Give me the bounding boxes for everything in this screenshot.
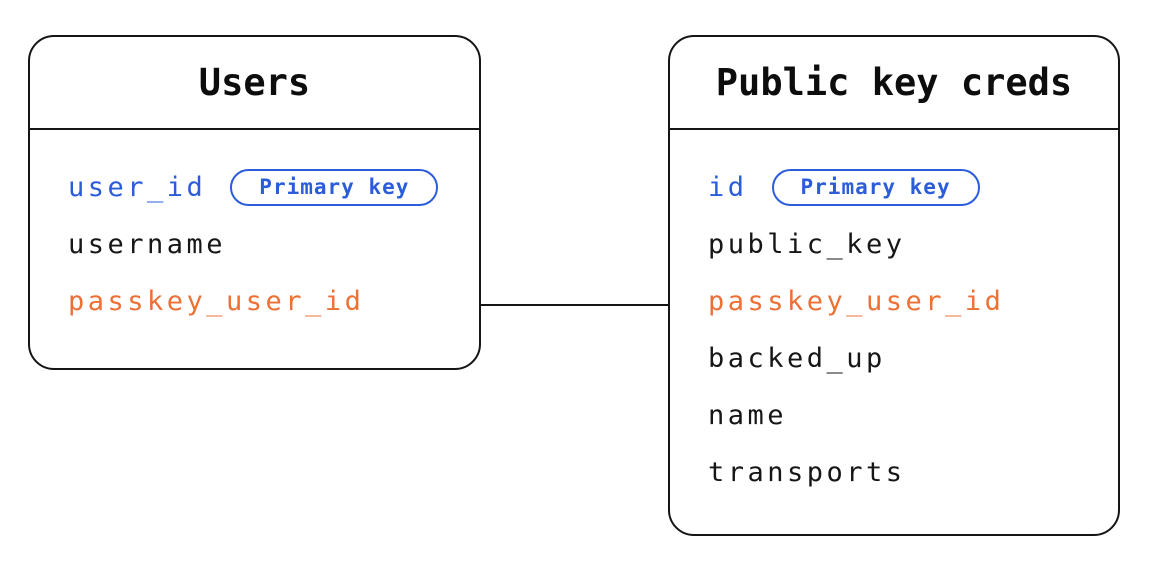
field-name-public-key: public_key (708, 229, 906, 260)
field-row-passkey-user-id: passkey_user_id (708, 273, 1118, 330)
field-row-id: id Primary key (708, 159, 1118, 216)
users-table: Users user_id Primary key username passk… (28, 35, 481, 370)
users-table-body: user_id Primary key username passkey_use… (30, 130, 479, 330)
field-row-username: username (68, 216, 479, 273)
field-row-backed-up: backed_up (708, 330, 1118, 387)
field-row-transports: transports (708, 444, 1118, 501)
field-name-name: name (708, 400, 788, 431)
field-row-public-key: public_key (708, 216, 1118, 273)
field-name-username: username (68, 229, 227, 260)
public-key-creds-table-header: Public key creds (670, 37, 1118, 130)
field-name-backed-up: backed_up (708, 343, 886, 374)
public-key-creds-table: Public key creds id Primary key public_k… (668, 35, 1120, 536)
field-name-passkey-user-id: passkey_user_id (708, 286, 1005, 317)
primary-key-badge: Primary key (771, 169, 980, 206)
field-row-passkey-user-id: passkey_user_id (68, 273, 479, 330)
public-key-creds-table-title: Public key creds (715, 61, 1073, 104)
field-name-transports: transports (708, 457, 906, 488)
primary-key-badge: Primary key (230, 169, 439, 206)
field-row-name: name (708, 387, 1118, 444)
field-name-passkey-user-id: passkey_user_id (68, 286, 365, 317)
users-table-header: Users (30, 37, 479, 130)
public-key-creds-table-body: id Primary key public_key passkey_user_i… (670, 130, 1118, 501)
field-name-user-id: user_id (68, 172, 207, 203)
field-name-id: id (708, 172, 748, 203)
field-row-user-id: user_id Primary key (68, 159, 479, 216)
users-table-title: Users (198, 61, 311, 104)
relationship-line (481, 304, 668, 306)
